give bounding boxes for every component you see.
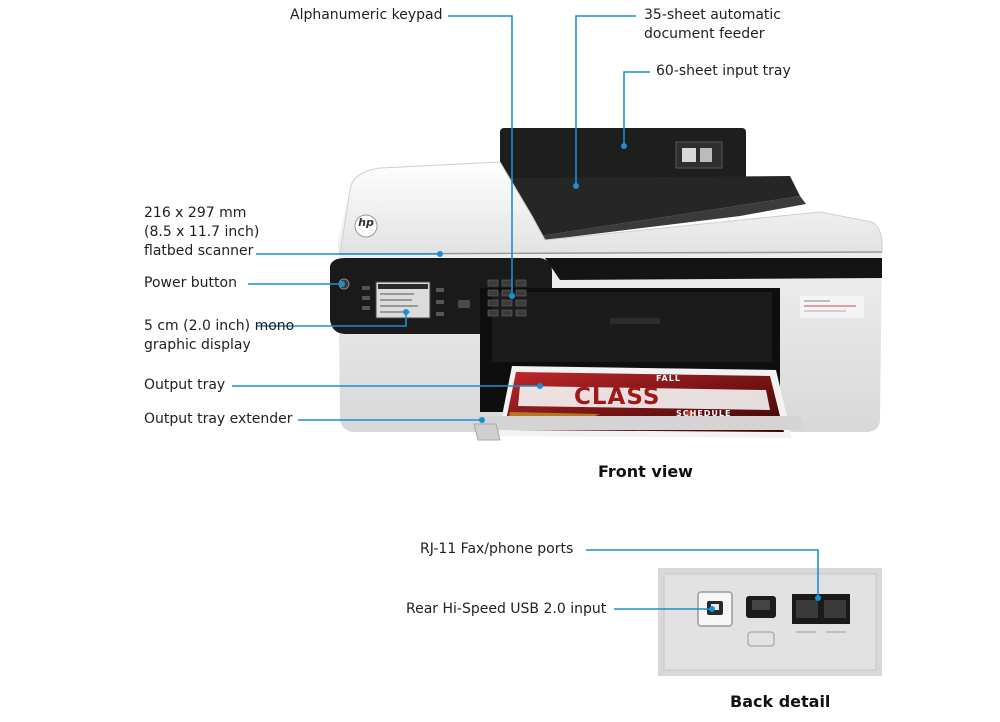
display-label-line1: 5 cm (2.0 inch) mono [144, 318, 295, 334]
power-button-label: Power button [144, 275, 237, 291]
control-panel [338, 278, 527, 319]
poster-top-text: FALL [656, 374, 681, 383]
display-label-line2: graphic display [144, 337, 251, 353]
back-detail-panel [658, 568, 882, 676]
display-label: 5 cm (2.0 inch) mono graphic display [144, 317, 294, 355]
document-feeder-label: 35-sheet automatic document feeder [644, 6, 781, 44]
document-feeder-label-line2: document feeder [644, 26, 765, 42]
leader-lines [232, 15, 821, 612]
usb-input-label: Rear Hi-Speed USB 2.0 input [406, 601, 607, 617]
rj11-ports-label: RJ-11 Fax/phone ports [420, 541, 574, 557]
flatbed-scanner-label-line2: (8.5 x 11.7 inch) [144, 224, 260, 240]
flatbed-scanner-label-line3: flatbed scanner [144, 243, 254, 259]
document-feeder [510, 176, 806, 240]
back-detail-caption: Back detail [730, 692, 831, 711]
output-tray-extender [473, 416, 804, 441]
flatbed-scanner-label-line1: 216 x 297 mm [144, 205, 247, 221]
front-view-caption: Front view [598, 462, 693, 481]
keypad-label: Alphanumeric keypad [290, 7, 443, 23]
document-feeder-label-line1: 35-sheet automatic [644, 7, 781, 23]
output-tray-extender-label: Output tray extender [144, 411, 293, 427]
input-tray [500, 128, 746, 180]
hp-logo: hp [358, 216, 374, 229]
poster-main-text: CLASS [574, 384, 661, 410]
input-tray-label: 60-sheet input tray [656, 63, 791, 79]
output-tray-label: Output tray [144, 377, 226, 393]
poster-sub-text: SCHEDULE [676, 409, 732, 418]
flatbed-scanner-label: 216 x 297 mm (8.5 x 11.7 inch) flatbed s… [144, 204, 259, 261]
printer-body [330, 161, 883, 432]
